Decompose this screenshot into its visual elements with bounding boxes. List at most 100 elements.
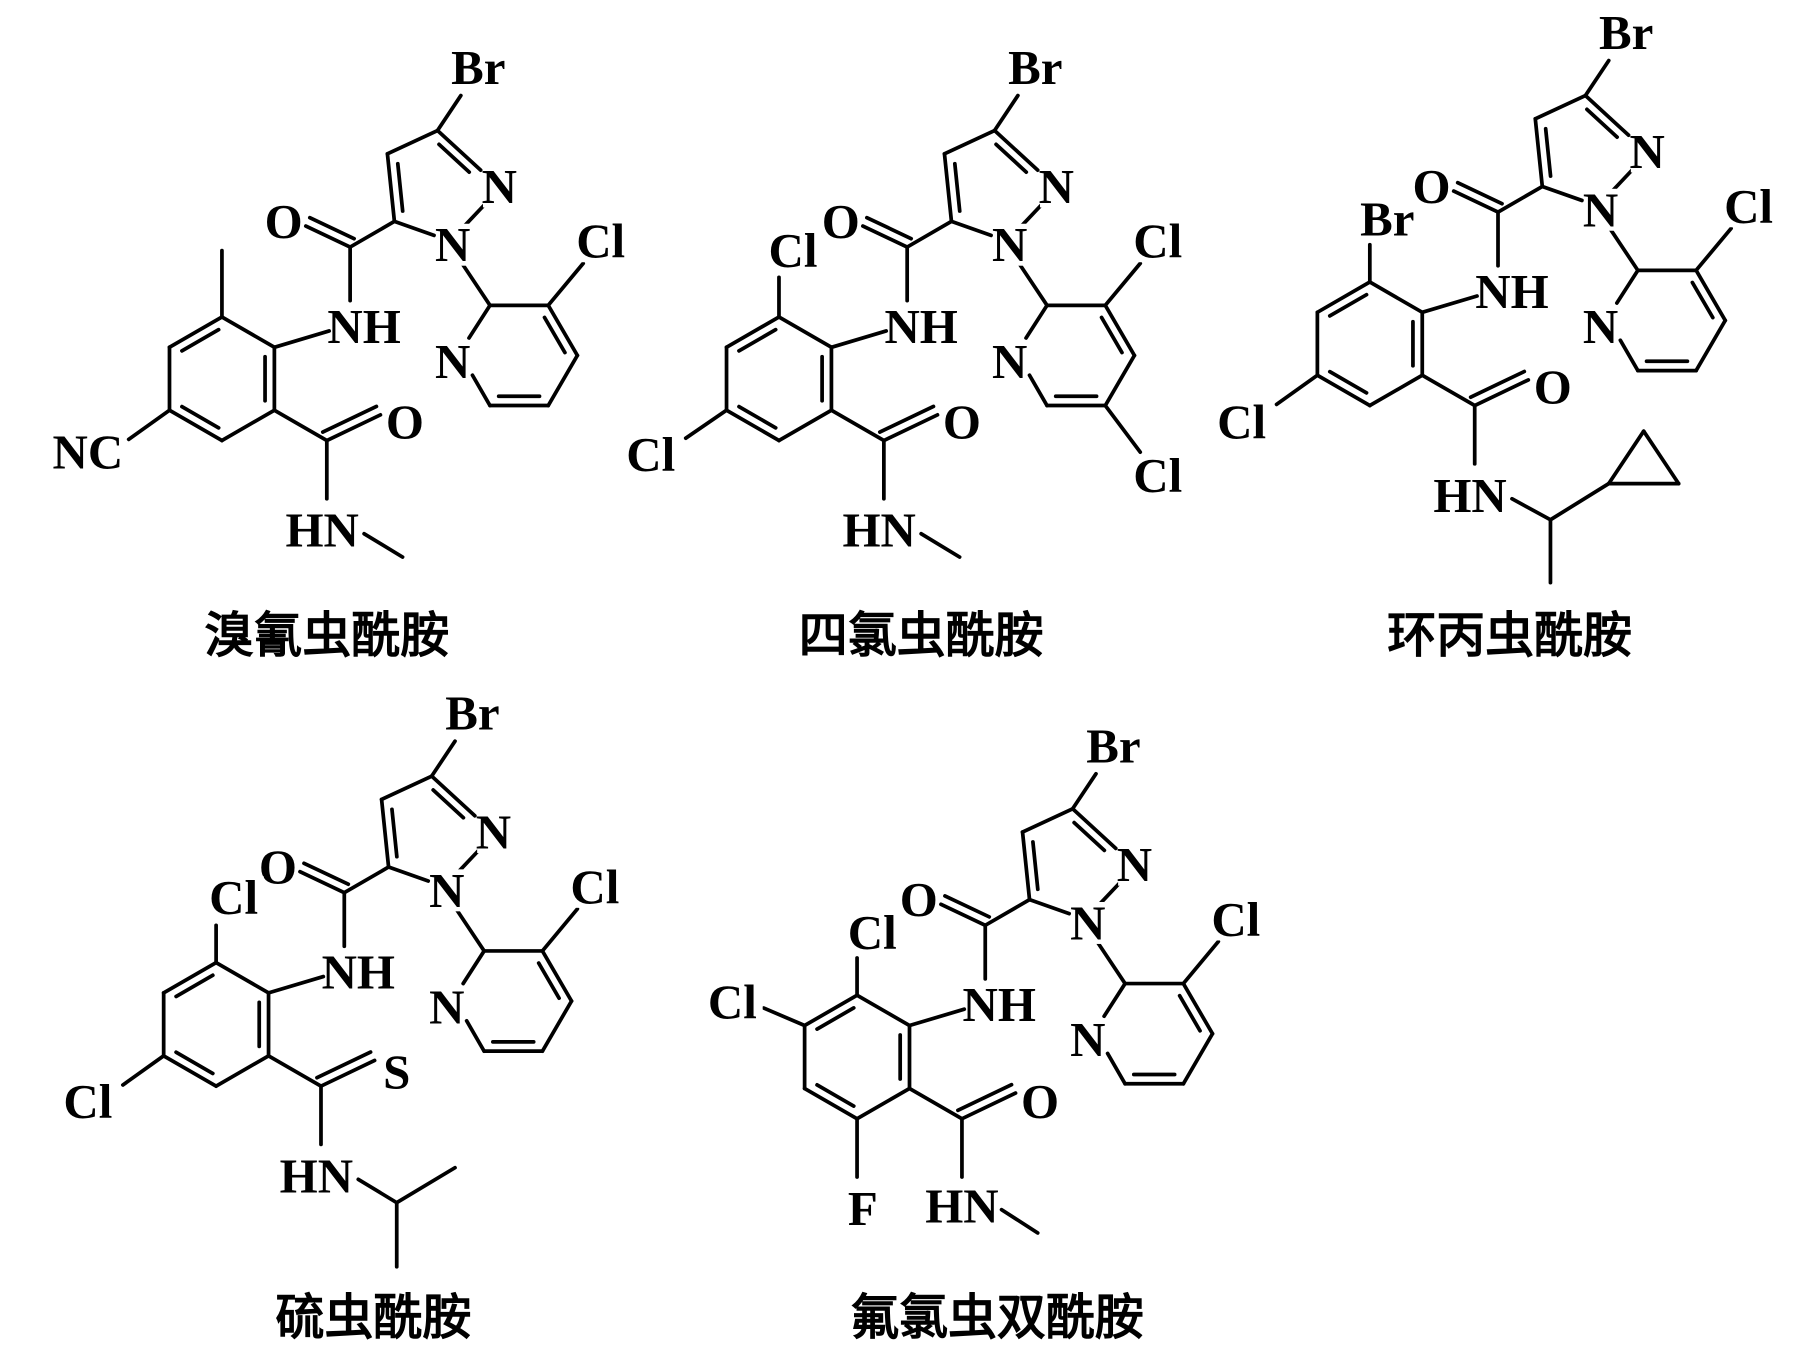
label-background — [1127, 220, 1189, 263]
bond — [1102, 981, 1127, 1019]
bond — [429, 774, 477, 818]
bond — [394, 1165, 457, 1205]
amide-oxygen-label: O — [1021, 1074, 1059, 1129]
bond — [761, 1006, 807, 1028]
bond — [460, 261, 492, 308]
double-bond — [943, 894, 992, 919]
bond — [1103, 353, 1137, 408]
bond — [167, 315, 224, 350]
bond — [1583, 58, 1611, 98]
bond — [919, 531, 962, 559]
pyrazole-n1-label: N — [992, 217, 1027, 272]
bromine-label: Br — [445, 686, 499, 741]
bond — [939, 902, 988, 928]
bond — [1583, 93, 1631, 138]
bond — [1420, 373, 1477, 408]
bond — [167, 408, 224, 443]
amide-nh-label: NH — [963, 977, 1036, 1032]
bond — [121, 1053, 166, 1087]
bond — [379, 797, 391, 869]
bond — [942, 151, 954, 224]
bond — [907, 1007, 967, 1028]
bond — [907, 1086, 964, 1121]
fluorine-label: F — [848, 1181, 878, 1236]
compound-name: 四氯虫酰胺 — [799, 606, 1044, 664]
bond — [1641, 429, 1681, 486]
bond — [992, 128, 1040, 173]
bond — [1097, 881, 1122, 907]
benzene-chlorine-label: Cl — [768, 223, 817, 278]
label-background — [327, 950, 389, 993]
bond — [272, 329, 332, 350]
double-bond — [956, 1082, 1014, 1113]
carbonyl-oxygen-label: O — [1413, 159, 1451, 214]
bond — [348, 219, 397, 249]
pyrazole-n2-label: N — [1630, 124, 1665, 179]
label-background — [1005, 46, 1066, 89]
bond — [385, 128, 440, 156]
double-bond — [1468, 369, 1527, 400]
label-background — [1127, 454, 1189, 497]
bond — [1274, 373, 1320, 407]
label-background — [1415, 165, 1448, 208]
bond — [429, 739, 457, 778]
amide-oxygen-label: O — [943, 394, 981, 449]
bond — [392, 219, 436, 238]
bond — [1548, 481, 1611, 522]
double-bond — [865, 215, 914, 241]
label-background — [762, 229, 824, 272]
double-bond — [952, 161, 962, 213]
bond — [1472, 378, 1531, 408]
bond — [1367, 280, 1425, 315]
double-bond — [877, 404, 936, 434]
pyridine-n-label: N — [429, 979, 464, 1034]
double-bond — [815, 1006, 856, 1031]
cyano-label: NC — [53, 425, 124, 480]
double-bond — [174, 1050, 215, 1076]
bond — [1420, 294, 1479, 315]
bond — [1610, 168, 1634, 193]
double-bond — [1543, 126, 1553, 178]
bond — [464, 1018, 487, 1054]
label-background — [380, 1051, 414, 1094]
label-background — [1083, 724, 1144, 767]
double-bond — [1177, 993, 1202, 1033]
bond — [802, 993, 859, 1028]
benzene-bromine-label: Br — [1360, 192, 1414, 247]
label-background — [1595, 11, 1657, 54]
bond — [540, 949, 574, 1003]
amide-nh-label: NH — [1475, 264, 1548, 319]
double-bond — [180, 327, 221, 353]
double-bond — [737, 404, 778, 430]
double-bond — [1099, 315, 1124, 355]
bond — [435, 93, 463, 133]
bond — [777, 315, 834, 350]
label-background — [448, 46, 509, 89]
label-background — [1118, 843, 1151, 886]
double-bond — [1455, 180, 1504, 206]
amide-hn-label: HN — [285, 503, 358, 558]
bromine-label: Br — [1086, 718, 1140, 773]
bond — [1095, 939, 1127, 986]
bond — [1533, 117, 1545, 189]
bond — [462, 203, 487, 228]
compound-name: 溴氰虫酰胺 — [204, 606, 449, 664]
amide-nh-label: NH — [884, 299, 957, 354]
bond — [540, 907, 580, 953]
label-background — [482, 165, 516, 208]
bond — [385, 151, 397, 224]
double-bond — [395, 161, 405, 213]
benzene-chlorine-label: Cl — [209, 870, 258, 925]
pyrazole-n2-label: N — [482, 159, 517, 214]
bond — [949, 219, 993, 238]
pyrazole-n1-label: N — [1583, 182, 1618, 237]
bond — [724, 315, 781, 350]
label-background — [1630, 130, 1664, 173]
bond — [1105, 1051, 1127, 1086]
bond — [220, 408, 277, 443]
bond — [1510, 496, 1553, 522]
bond — [905, 219, 954, 249]
